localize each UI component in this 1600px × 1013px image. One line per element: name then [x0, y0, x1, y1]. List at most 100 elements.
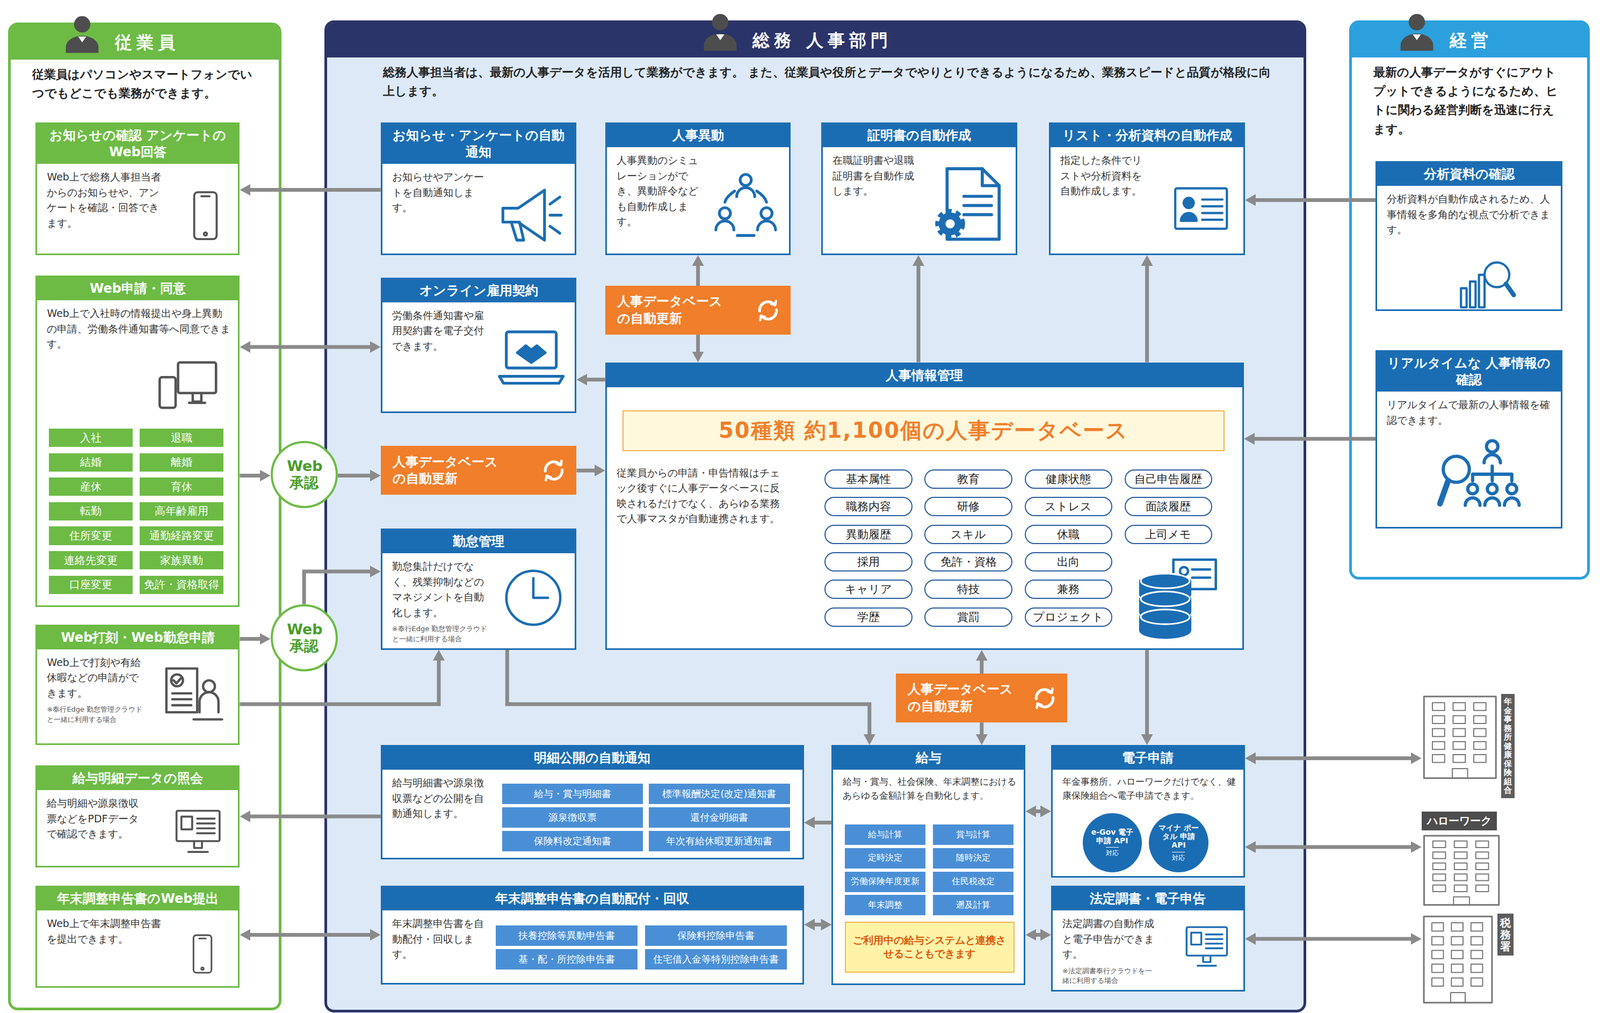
feature-box: 勤怠管理勤怠集計だけでなく、残業抑制などのマネジメントを自動化します。※奉行Ed… [380, 528, 577, 650]
feature-box: 明細公開の自動通知給与明細書や源泉徴収票などの公開を自動通知します。給与・賞与明… [380, 744, 805, 860]
feature-box: 年末調整申告書のWeb提出Web上で年末調整申告書を提出できます。 [35, 885, 240, 988]
monitor-icon [1175, 924, 1239, 971]
box-heading: 年末調整申告書の自動配付・回収 [382, 887, 803, 911]
tag-chip: 遡及計算 [932, 894, 1014, 916]
label-text: 標準報酬決定(改定)通知書 [662, 787, 777, 801]
feature-box: 給与明細データの照会給与明細や源泉徴収票などをPDFデータで確認できます。 [35, 765, 240, 868]
note-box: ご利用中の給与システムと連携させることもできます [844, 921, 1015, 973]
tag-chip: 還付金明細書 [648, 807, 790, 828]
connector [809, 820, 832, 825]
api-badge-title: マイナ ポータル 申請API [1156, 823, 1200, 850]
tag-chip: 結婚 [48, 453, 133, 472]
box-body: 給与・賞与、社会保険、年末調整におけるあらゆる金額計算を自動化します。 [833, 769, 1024, 806]
label-text: 免許・資格取得 [143, 577, 220, 592]
chart-icon [1428, 254, 1546, 311]
box-note: ※奉行Edge 勤怠管理クラウドと一緒に利用する場合 [37, 703, 152, 729]
label-text: 還付金明細書 [690, 811, 749, 824]
docgear-icon [930, 160, 1008, 248]
label-text: ストレス [1044, 498, 1092, 514]
sync-badge: 人事データベースの自動更新 [605, 285, 792, 335]
panel-description: 総務人事担当者は、最新の人事データを活用して業務ができます。 また、従業員や役所… [327, 57, 1304, 106]
tag-chip: 住民税改定 [932, 871, 1014, 893]
connector [239, 655, 439, 705]
box-body: Web上で打刻や有給休暇などの申請ができます。 [37, 649, 152, 705]
tag-chip: 給与計算 [844, 824, 926, 845]
devices-icon [144, 358, 232, 421]
box-heading: 法定調書・電子申告 [1052, 887, 1244, 911]
box-body: 勤怠集計だけでなく、残業抑制などのマネジメントを自動化します。 [382, 553, 495, 624]
phone-icon [179, 179, 231, 252]
box-body: 人事異動のシミュレーションができ、異動辞令なども自動作成します。 [606, 147, 709, 233]
box-heading: 給与 [833, 746, 1024, 770]
label-text: 扶養控除等異動申告書 [518, 929, 615, 943]
tag-chip: 入社 [48, 428, 133, 447]
person-icon [1396, 4, 1438, 56]
box-heading: お知らせ・アンケートの自動通知 [382, 124, 576, 164]
data-pill: 特技 [924, 579, 1012, 599]
connector [576, 468, 600, 473]
label-text: 教育 [957, 471, 980, 487]
tag-chip: 年末調整 [844, 894, 926, 916]
label-text: 退職 [170, 430, 193, 446]
label-text: スキル [950, 526, 987, 542]
label-text: 基本属性 [845, 471, 892, 487]
label-text: 口座変更 [69, 577, 113, 592]
feature-box: リアルタイムな 人事情報の確認リアルタイムで最新の人事情報を確認できます。 [1375, 350, 1563, 530]
panel-title: 経営 [1351, 23, 1588, 58]
sync-icon [538, 455, 569, 486]
box-body: Web上で総務人事担当者からのお知らせや、アンケートを確認・回答できます。 [37, 163, 168, 234]
tag-chip: 賞与計算 [932, 824, 1014, 845]
people-icon [708, 170, 783, 240]
box-heading: リスト・分析資料の自動作成 [1050, 124, 1244, 148]
connector [303, 571, 375, 605]
box-body: お知らせやアンケートを自動通知します。 [382, 163, 493, 219]
box-heading: Web申請・同意 [37, 277, 238, 301]
label-text: 住民税改定 [951, 875, 995, 888]
feature-box: 人事情報管理従業員からの申請・申告情報はチェック後すぐに人事データベースに反映さ… [605, 362, 1244, 651]
label-text: 結婚 [80, 454, 102, 470]
box-body: Web上で入社時の情報提出や身上異動の申請、労働条件通知書等へ同意できます。 [37, 300, 238, 356]
label-text: 労働保険年度更新 [850, 875, 920, 888]
monitor-icon [164, 807, 232, 857]
panel-title: 総務 人事部門 [327, 23, 1304, 58]
feature-box: Web申請・同意Web上で入社時の情報提出や身上異動の申請、労働条件通知書等へ同… [35, 275, 240, 608]
tag-chip: 退職 [139, 428, 224, 447]
label-text: 休職 [1056, 526, 1080, 542]
connector [1145, 649, 1149, 740]
data-pill: スキル [924, 524, 1012, 545]
api-badge: マイナ ポータル 申請API対応 [1148, 813, 1208, 873]
connector [507, 649, 870, 740]
data-pill: 基本属性 [824, 469, 912, 489]
approval-circle: Web承認 [270, 604, 338, 672]
label-text: 定時決定 [867, 852, 903, 864]
feature-box: 証明書の自動作成在職証明書や退職証明書を自動作成します。 [821, 122, 1018, 256]
box-heading: 勤怠管理 [382, 530, 576, 554]
connector [239, 473, 265, 478]
org-icon [1407, 438, 1551, 520]
building-icon [1421, 913, 1495, 1006]
data-pill: 兼務 [1024, 579, 1113, 599]
box-heading: 明細公開の自動通知 [382, 746, 803, 770]
tag-chip: 通勤経路変更 [139, 526, 224, 545]
tag-chip: 育休 [139, 477, 224, 496]
box-heading: 人事異動 [606, 124, 790, 148]
label-text: 兼務 [1056, 581, 1080, 597]
tag-chip: 年次有給休暇更新通知書 [648, 830, 790, 852]
approval-circle: Web承認 [270, 440, 338, 509]
office-name: 年金事務所・健康保険組合 [1501, 693, 1515, 799]
connector [244, 932, 375, 937]
tag-chip: 転勤 [48, 502, 133, 521]
feature-box: リスト・分析資料の自動作成指定した条件でリストや分析資料を自動作成します。 [1048, 122, 1245, 256]
label-text: 遡及計算 [956, 899, 991, 911]
label-text: ご利用中の給与システムと連携させることもできます [851, 933, 1008, 961]
label-text: 自己申告履歴 [1134, 471, 1203, 487]
connector [696, 260, 700, 286]
data-pill: 採用 [824, 552, 912, 572]
connector [1249, 437, 1376, 441]
tag-chip: 標準報酬決定(改定)通知書 [648, 783, 790, 805]
box-heading: Web打刻・Web勤怠申請 [37, 626, 238, 650]
connector [244, 345, 375, 350]
label-text: 高年齢雇用 [154, 503, 209, 519]
label-text: 住宅借入金等特別控除申告書 [653, 952, 779, 966]
label-text: 基・配・所控除申告書 [518, 952, 615, 966]
